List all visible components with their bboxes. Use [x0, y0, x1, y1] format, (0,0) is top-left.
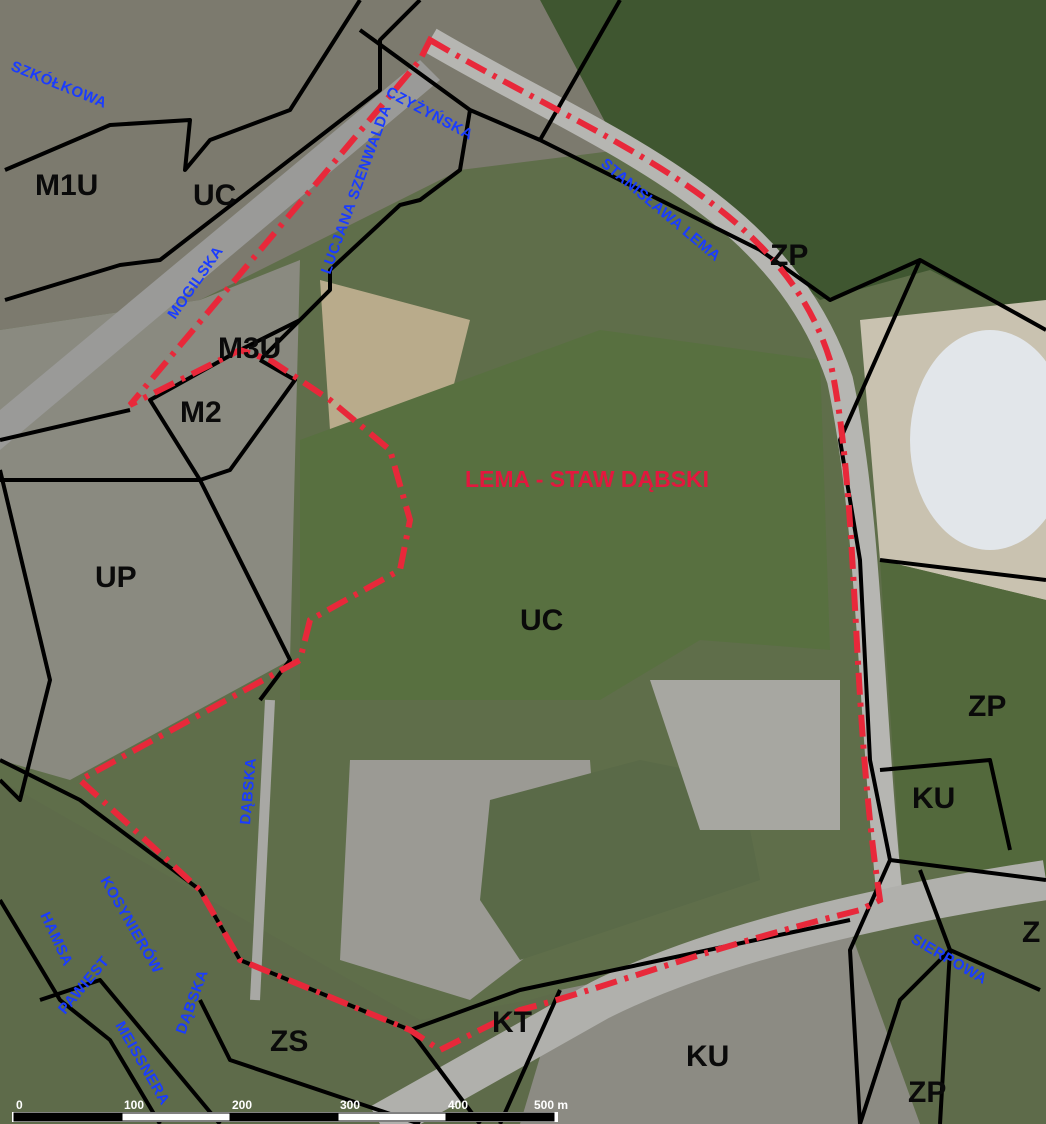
zone-label-kt: KT — [492, 1006, 532, 1039]
scale-label: 300 — [340, 1098, 360, 1112]
scale-segment — [337, 1112, 447, 1122]
street-label-dabska: DĄBSKA — [237, 757, 260, 825]
zone-label-up: UP — [95, 561, 137, 594]
zone-label-m1u: M1U — [35, 169, 98, 202]
pond — [480, 760, 760, 960]
scale-label: 400 — [448, 1098, 468, 1112]
scale-label: 200 — [232, 1098, 252, 1112]
road-dabska — [250, 699, 275, 1001]
zone-label-uc-mid: UC — [520, 604, 563, 637]
residential-area — [0, 260, 300, 780]
zone-label-uc-top: UC — [193, 179, 236, 212]
zone-labels: M1U UC ZP M3U M2 UP UC ZP KU Z ZS KT KU … — [35, 169, 1040, 1109]
scale-segment — [229, 1112, 339, 1122]
scale-segment — [13, 1112, 123, 1122]
zone-label-zp-bottom: ZP — [908, 1076, 946, 1109]
scale-segment — [121, 1112, 231, 1122]
zone-label-ku-bottom: KU — [686, 1040, 729, 1073]
zone-label-zs: ZS — [270, 1025, 308, 1058]
parking-area — [650, 680, 840, 830]
scale-segment — [445, 1112, 555, 1122]
stadium-roof — [910, 330, 1046, 550]
green-area — [300, 330, 830, 700]
zone-label-zp-right: ZP — [968, 690, 1006, 723]
zone-label-zp-top: ZP — [770, 239, 808, 272]
zone-label-m3u: M3U — [218, 332, 281, 365]
zone-label-m2: M2 — [180, 396, 222, 429]
forest-area — [540, 0, 1046, 330]
area-title: LEMA - STAW DĄBSKI — [465, 466, 709, 492]
scale-bar: 0 100 200 300 400 500 m — [12, 1098, 568, 1122]
scale-label: 100 — [124, 1098, 144, 1112]
scale-label: 500 m — [534, 1098, 568, 1112]
planning-boundary — [74, 35, 884, 1054]
zone-label-ku-right: KU — [912, 782, 955, 815]
right-green — [880, 560, 1046, 880]
scale-label: 0 — [16, 1098, 23, 1112]
road-mogilska — [0, 60, 440, 450]
zone-label-z-edge: Z — [1022, 916, 1040, 949]
